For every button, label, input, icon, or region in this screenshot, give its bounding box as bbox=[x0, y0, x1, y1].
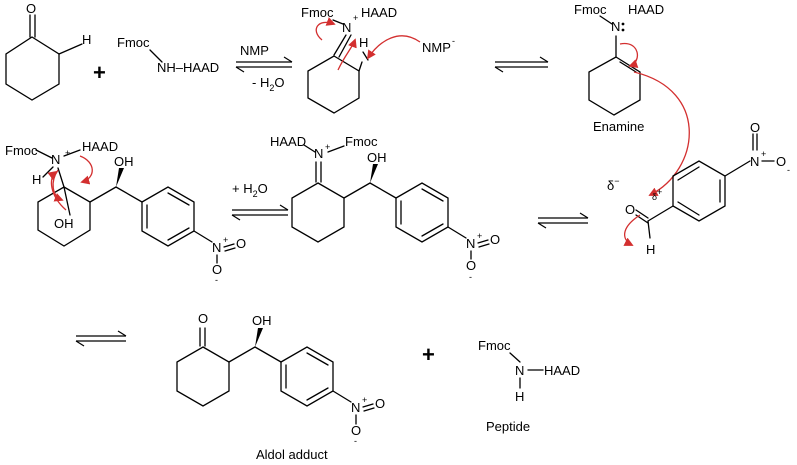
equilibrium-arrow-3: + H2O bbox=[231, 181, 289, 221]
cyclohexanone-structure: O H bbox=[5, 1, 91, 101]
aldol-adduct-structure: O OH N + O O - Aldol adduct bbox=[176, 311, 385, 462]
iminium2-haad-label: HAAD bbox=[270, 134, 306, 149]
carbinolamine-haad-label: HAAD bbox=[82, 139, 118, 154]
iminium2-nitro-o2-label: O bbox=[466, 258, 476, 273]
iminium-aldol-structure: HAAD N + Fmoc OH N + O O - bbox=[270, 134, 500, 282]
carbinolamine-plus: + bbox=[65, 148, 70, 158]
aldehyde-nitro-o-right-label: O bbox=[776, 154, 786, 169]
equilibrium-arrow-5 bbox=[75, 330, 127, 347]
aldol-nitro-n-label: N bbox=[351, 400, 360, 415]
peptide-h-label: H bbox=[515, 389, 524, 404]
enamine-n-label: N bbox=[611, 19, 620, 34]
ketone-oxygen-label: O bbox=[26, 1, 36, 16]
enamine-haad-label: HAAD bbox=[628, 2, 664, 17]
aldehyde-oxygen-label: O bbox=[625, 202, 635, 217]
iminium-alpha-h-label: H bbox=[359, 35, 368, 50]
carbinolamine-structure: Fmoc N + HAAD H OH OH N + O O - bbox=[5, 139, 246, 285]
aldol-nitro-minus: - bbox=[354, 436, 357, 446]
amine-catalyst-structure: Fmoc NH–HAAD bbox=[117, 35, 219, 75]
iminium2-plus: + bbox=[325, 142, 330, 152]
aldol-adduct-caption: Aldol adduct bbox=[256, 447, 328, 462]
nmp-base-charge: - bbox=[452, 36, 455, 46]
delta-minus-label: δ− bbox=[607, 176, 620, 193]
iminium2-nitro-o-label: O bbox=[490, 232, 500, 247]
plus-sign-1: + bbox=[93, 60, 106, 85]
aldehyde-nitro-plus: + bbox=[761, 149, 766, 159]
aldol-ketone-o-label: O bbox=[198, 311, 208, 326]
aldol-nitro-o2-label: O bbox=[351, 423, 361, 438]
aldehyde-nitro-o-top-label: O bbox=[750, 120, 760, 135]
enamine-caption: Enamine bbox=[593, 119, 644, 134]
amine-fmoc-label: Fmoc bbox=[117, 35, 150, 50]
iminium-ion-structure: Fmoc N + HAAD H NMP - bbox=[301, 5, 455, 114]
carbinolamine-nitro-o2-label: O bbox=[212, 262, 222, 277]
iminium-haad-label: HAAD bbox=[361, 5, 397, 20]
enamine-structure: Fmoc N HAAD Enamine bbox=[574, 2, 690, 196]
peptide-caption: Peptide bbox=[486, 419, 530, 434]
aldehyde-h-label: H bbox=[646, 242, 655, 257]
delta-plus-label: δ+ bbox=[652, 187, 662, 202]
equilibrium-arrow-2 bbox=[494, 56, 549, 73]
nitrobenzaldehyde-structure: δ− O δ+ H N + O O - bbox=[607, 120, 790, 257]
aldol-oh-label: OH bbox=[252, 313, 272, 328]
aldehyde-nitro-minus: - bbox=[787, 165, 790, 175]
iminium2-oh-label: OH bbox=[367, 150, 387, 165]
carbinolamine-nitro-plus: + bbox=[223, 235, 228, 245]
amine-nh-haad-label: NH–HAAD bbox=[157, 60, 219, 75]
minus-water-label: - H2O bbox=[252, 75, 284, 93]
carbinolamine-oh-label: OH bbox=[114, 154, 134, 169]
aldol-nitro-o-label: O bbox=[375, 396, 385, 411]
nmp-base-label: NMP bbox=[422, 40, 451, 55]
iminium2-nitro-minus: - bbox=[469, 272, 472, 282]
iminium2-n-label: N bbox=[314, 146, 323, 161]
enamine-fmoc-label: Fmoc bbox=[574, 2, 607, 17]
aldol-nitro-plus: + bbox=[362, 395, 367, 405]
iminium-fmoc-label: Fmoc bbox=[301, 5, 334, 20]
equilibrium-arrow-4 bbox=[537, 212, 589, 229]
aldehyde-nitro-n-label: N bbox=[750, 154, 759, 169]
iminium2-fmoc-label: Fmoc bbox=[345, 134, 378, 149]
peptide-structure: Fmoc N HAAD H Peptide bbox=[478, 338, 580, 434]
carbinolamine-nitro-minus: - bbox=[215, 275, 218, 285]
peptide-n-label: N bbox=[515, 363, 524, 378]
carbinolamine-n-label: N bbox=[51, 152, 60, 167]
alpha-hydrogen-label: H bbox=[82, 32, 91, 47]
carbinolamine-ring-oh-label: OH bbox=[54, 216, 74, 231]
equilibrium-arrow-1: NMP - H2O bbox=[235, 43, 293, 93]
iminium-plus-charge: + bbox=[353, 13, 358, 23]
carbinolamine-nitro-n-label: N bbox=[212, 240, 221, 255]
carbinolamine-fmoc-label: Fmoc bbox=[5, 143, 38, 158]
carbinolamine-h-label: H bbox=[32, 172, 41, 187]
nmp-reagent-label: NMP bbox=[240, 43, 269, 58]
carbinolamine-nitro-o-label: O bbox=[236, 236, 246, 251]
plus-sign-2: + bbox=[422, 342, 435, 367]
iminium-n-label: N bbox=[342, 20, 351, 35]
peptide-fmoc-label: Fmoc bbox=[478, 338, 511, 353]
iminium2-nitro-n-label: N bbox=[466, 236, 475, 251]
plus-water-label: + H2O bbox=[232, 181, 268, 199]
peptide-haad-label: HAAD bbox=[544, 363, 580, 378]
iminium2-nitro-plus: + bbox=[477, 231, 482, 241]
